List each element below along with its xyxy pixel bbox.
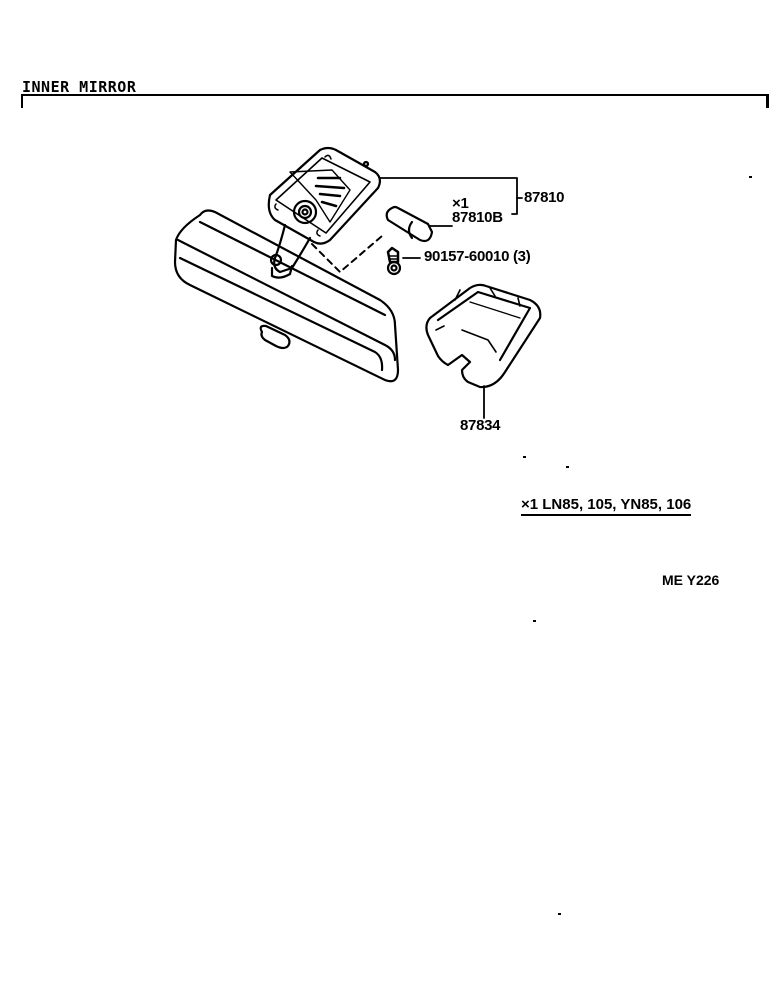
label-87810: 87810	[524, 189, 565, 206]
mount-plate	[267, 146, 382, 245]
mirror-body	[173, 209, 400, 383]
figure-code: ME Y226	[662, 572, 720, 588]
speck	[533, 620, 536, 622]
label-87810b: 87810B	[452, 209, 503, 226]
speck	[749, 176, 752, 178]
bulb	[385, 205, 434, 243]
applicability-note: ×1 LN85, 105, YN85, 106	[521, 496, 692, 516]
section-title: INNER MIRROR	[22, 78, 137, 96]
label-bulb-marker: ×1	[452, 195, 469, 212]
screw	[386, 246, 402, 276]
speck	[558, 913, 561, 915]
speck	[523, 456, 526, 458]
leader-lines	[379, 177, 523, 419]
section-frame	[21, 94, 769, 108]
speck	[566, 466, 569, 468]
label-87834: 87834	[460, 417, 501, 434]
label-screw: 90157-60010 (3)	[424, 248, 531, 265]
mirror-stay	[269, 223, 312, 279]
cover	[425, 283, 542, 389]
dashed-guide	[311, 235, 383, 273]
